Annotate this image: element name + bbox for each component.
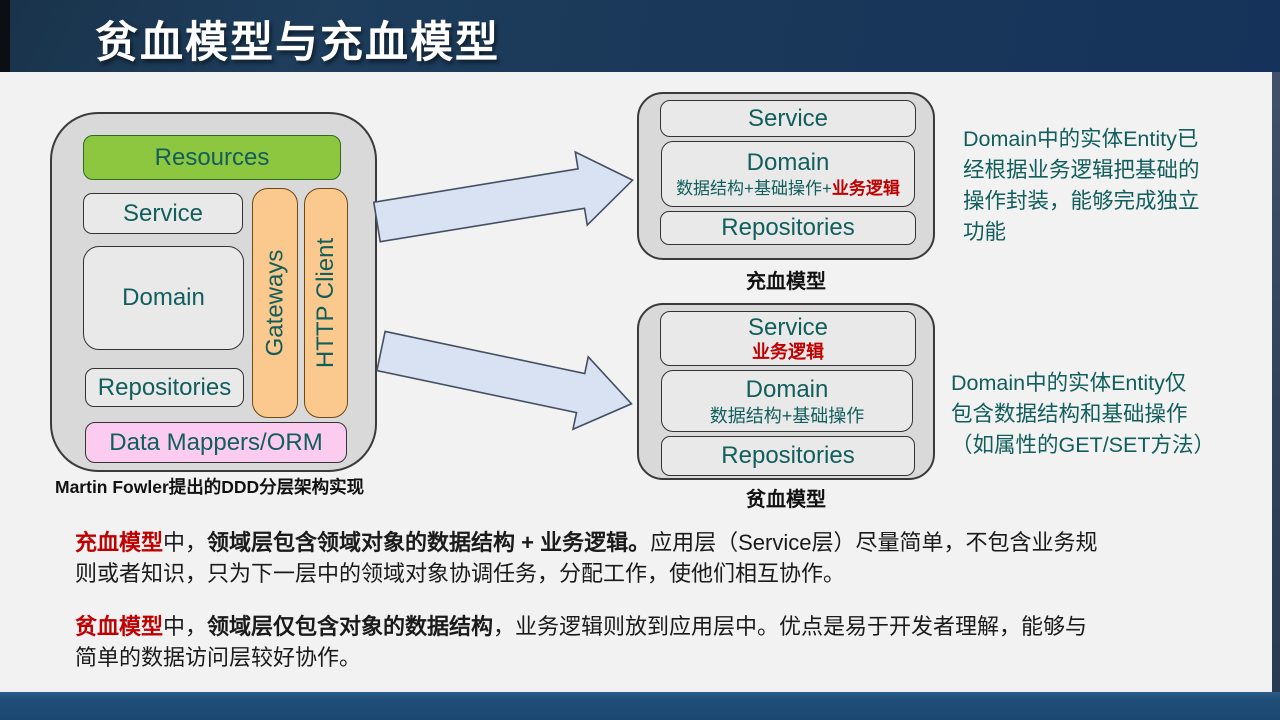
anemic-after-term: 中，	[163, 614, 208, 639]
anemic-note-line: （如属性的GET/SET方法）	[951, 433, 1215, 457]
data-mappers-box: Data Mappers/ORM	[85, 422, 347, 463]
rich-note-line: Domain中的实体Entity已	[963, 127, 1199, 151]
domain-label: Domain	[122, 284, 205, 311]
resources-box: Resources	[83, 135, 341, 180]
rich-note-line: 功能	[963, 220, 1007, 244]
left-edge-strip	[0, 0, 10, 72]
rich-domain-detail-red: 业务逻辑	[831, 179, 900, 198]
gateways-label: Gateways	[261, 249, 288, 357]
repositories-box: Repositories	[85, 368, 244, 407]
anemic-domain-box: Domain 数据结构+基础操作	[661, 370, 913, 432]
rich-repositories-label: Repositories	[721, 214, 855, 241]
left-diagram-caption: Martin Fowler提出的DDD分层架构实现	[55, 477, 365, 497]
rich-domain-box: Domain 数据结构+基础操作+业务逻辑	[661, 141, 915, 207]
rich-line2: 则或者知识，只为下一层中的领域对象协调任务，分配工作，使他们相互协作。	[75, 561, 846, 586]
domain-box: Domain	[83, 246, 244, 350]
rich-service-label: Service	[747, 104, 829, 132]
rich-line1-rest: 应用层（Service层）尽量简单，不包含业务规	[650, 530, 1098, 555]
anemic-bold-text: 领域层仅包含对象的数据结构	[207, 614, 494, 639]
anemic-model-note: Domain中的实体Entity仅 包含数据结构和基础操作 （如属性的GET/S…	[951, 368, 1261, 461]
anemic-domain-label: Domain	[745, 375, 829, 403]
flow-arrows	[372, 150, 634, 431]
paragraph-line: 充血模型中，领域层包含领域对象的数据结构 + 业务逻辑。应用层（Service层…	[75, 530, 1097, 555]
rich-after-term: 中，	[163, 530, 208, 555]
rich-model-note: Domain中的实体Entity已 经根据业务逻辑把基础的 操作封装，能够完成独…	[963, 124, 1263, 248]
ddd-architecture-diagram: Resources Service Domain Repositories Ga…	[50, 112, 377, 472]
rich-domain-detail: 数据结构+基础操作+业务逻辑	[676, 178, 900, 200]
rich-repositories-box: Repositories	[660, 211, 916, 245]
anemic-domain-detail: 数据结构+基础操作	[709, 405, 865, 426]
rich-service-box: Service	[660, 100, 916, 137]
service-box: Service	[83, 193, 243, 234]
anemic-note-line: Domain中的实体Entity仅	[951, 371, 1187, 395]
anemic-service-label: Service	[747, 314, 829, 341]
anemic-model-paragraph: 贫血模型中，领域层仅包含对象的数据结构，业务逻辑则放到应用层中。优点是易于开发者…	[75, 611, 1235, 673]
paragraph-line: 贫血模型中，领域层仅包含对象的数据结构，业务逻辑则放到应用层中。优点是易于开发者…	[75, 614, 1087, 639]
anemic-service-box: Service 业务逻辑	[660, 311, 916, 366]
service-label: Service	[122, 199, 204, 227]
anemic-repositories-box: Repositories	[661, 436, 915, 476]
rich-model-diagram: Service Domain 数据结构+基础操作+业务逻辑 Repositori…	[637, 92, 935, 260]
anemic-model-caption: 贫血模型	[746, 489, 826, 511]
rich-domain-label: Domain	[746, 149, 830, 176]
gateways-box: Gateways	[252, 188, 298, 418]
repositories-label: Repositories	[97, 373, 232, 401]
page-title: 贫血模型与充血模型	[95, 19, 500, 67]
anemic-model-diagram: Service 业务逻辑 Domain 数据结构+基础操作 Repositori…	[637, 303, 935, 480]
http-client-box: HTTP Client	[304, 188, 348, 418]
arrow-to-rich-model	[372, 150, 634, 243]
rich-model-paragraph: 充血模型中，领域层包含领域对象的数据结构 + 业务逻辑。应用层（Service层…	[75, 527, 1235, 589]
anemic-note-line: 包含数据结构和基础操作	[951, 402, 1188, 426]
rich-model-caption: 充血模型	[746, 271, 826, 293]
anemic-line2: 简单的数据访问层较好协作。	[75, 645, 362, 670]
rich-domain-detail-plain: 数据结构+基础操作+	[676, 179, 832, 198]
right-edge-strip	[1272, 72, 1280, 692]
rich-note-line: 经根据业务逻辑把基础的	[963, 158, 1200, 182]
anemic-term: 贫血模型	[75, 614, 164, 639]
title-bar: 贫血模型与充血模型	[0, 0, 1280, 72]
anemic-service-detail-red: 业务逻辑	[752, 342, 824, 362]
rich-bold-text: 领域层包含领域对象的数据结构 + 业务逻辑。	[207, 530, 651, 555]
http-client-label: HTTP Client	[312, 237, 340, 369]
footer-bar	[0, 692, 1280, 720]
resources-label: Resources	[154, 143, 270, 171]
anemic-repositories-label: Repositories	[721, 442, 855, 469]
data-mappers-label: Data Mappers/ORM	[109, 428, 323, 456]
rich-note-line: 操作封装，能够完成独立	[963, 189, 1200, 213]
anemic-line1-rest: ，业务逻辑则放到应用层中。优点是易于开发者理解，能够与	[493, 614, 1088, 639]
rich-term: 充血模型	[75, 530, 164, 555]
arrow-to-anemic-model	[375, 330, 633, 431]
